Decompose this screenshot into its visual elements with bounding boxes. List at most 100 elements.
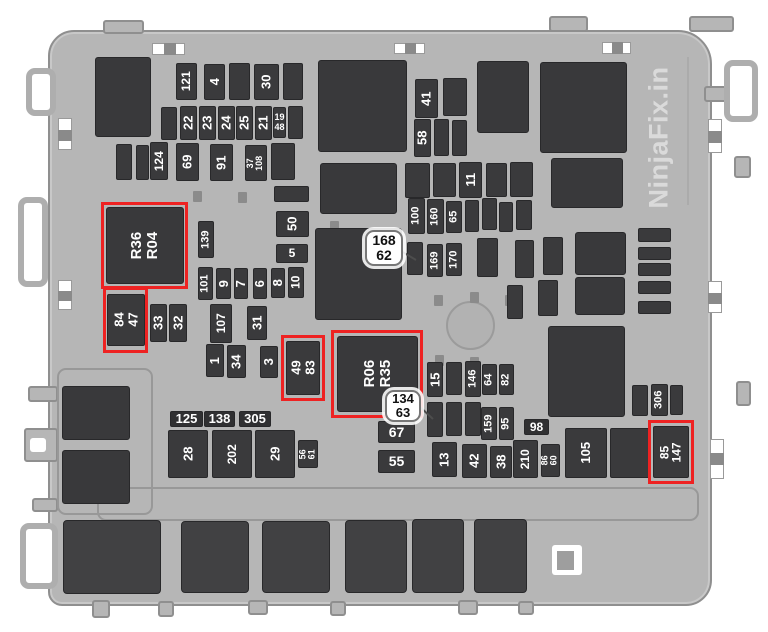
fuse-95-label: 95	[499, 417, 512, 430]
fuse-91: 91	[210, 144, 233, 181]
fuse-7: 7	[233, 268, 248, 299]
bar-right-1	[638, 228, 671, 242]
fuse-121-label: 121	[179, 71, 194, 92]
fuse-empty-21	[477, 238, 498, 277]
fuse-3: 3	[260, 346, 278, 378]
pin-mark	[193, 191, 202, 202]
right-mount-loop	[724, 60, 758, 122]
top-clip-3-pin	[612, 42, 623, 54]
fuse-42: 42	[462, 444, 487, 478]
fuse-6-label: 6	[252, 279, 268, 288]
top-tab-3	[689, 16, 734, 32]
bar-right-3	[638, 263, 671, 276]
fuse-10: 10	[288, 267, 304, 298]
fuse-15-label: 15	[427, 372, 443, 387]
fuse-30-label: 30	[258, 74, 274, 90]
fuse-empty-11	[405, 163, 430, 198]
bottom-foot-3	[248, 600, 268, 615]
fuse-55-label: 55	[388, 453, 405, 470]
bar-right-4	[638, 281, 671, 294]
fuse-146: 146	[465, 361, 481, 397]
fuse-58: 58	[414, 119, 431, 157]
pin-mark	[434, 295, 443, 306]
fuse-105: 105	[565, 428, 607, 478]
fuse-160: 160	[427, 199, 444, 234]
relay-right-mid	[551, 158, 623, 208]
right-tab-2	[736, 381, 751, 406]
fuse-32-label: 32	[170, 315, 186, 331]
fuse-4: 4	[204, 64, 225, 100]
fuse-41: 41	[415, 79, 438, 118]
fuse-86-60: 86 60	[540, 444, 560, 477]
relay-above-105	[548, 326, 625, 417]
fuse-160-label: 160	[428, 207, 441, 226]
fuse-41-label: 41	[418, 91, 434, 106]
fuse-107: 107	[210, 304, 232, 343]
relay-top-right-small	[477, 61, 529, 133]
fuse-empty-32	[670, 385, 683, 415]
watermark-text: NinjaFix.in	[643, 65, 674, 209]
fuse-5-label: 5	[288, 246, 296, 261]
fuse-empty-1	[229, 63, 250, 100]
fuse-empty-2	[283, 63, 303, 100]
bottom-foot-5	[458, 600, 478, 615]
fuse-169-label: 169	[428, 251, 441, 270]
relay-r36-r04: R36 R04	[106, 207, 184, 284]
fuse-empty-31	[632, 385, 648, 416]
fuse-55: 55	[378, 450, 415, 473]
fuse-42-label: 42	[466, 453, 482, 469]
fuse-empty-10	[452, 120, 467, 156]
left-mount-loop-2	[18, 197, 48, 287]
strip-305-label: 305	[244, 411, 266, 427]
fuse-24: 24	[218, 106, 235, 140]
bottom-foot-6	[518, 601, 534, 615]
block-right-b	[575, 277, 625, 315]
right-clip-2-pin	[708, 293, 722, 304]
fuse-empty-3	[161, 107, 177, 140]
callout-168-62: 168 62	[365, 230, 403, 266]
fuse-58-label: 58	[414, 130, 430, 146]
fuse-170: 170	[446, 243, 462, 276]
fuse-empty-16	[465, 200, 479, 232]
fuse-91-label: 91	[213, 155, 229, 170]
fuse-23: 23	[199, 106, 216, 140]
fuse-3-label: 3	[261, 358, 277, 366]
fuse-69-label: 69	[179, 154, 195, 170]
fuse-306: 306	[651, 384, 668, 416]
fuse-306-label: 306	[652, 390, 665, 410]
relay-top-right-large	[540, 62, 627, 153]
fuse-empty-15	[274, 186, 309, 202]
fuse-56-61: 56 61	[298, 440, 318, 468]
left-tab-2	[32, 498, 58, 512]
pin-mark	[238, 192, 247, 203]
fuse-25-label: 25	[236, 115, 252, 131]
fuse-empty-29	[465, 402, 481, 436]
fuse-34-label: 34	[228, 354, 244, 369]
fuse-empty-24	[507, 285, 523, 319]
pin-mark	[470, 292, 479, 303]
fuse-139-label: 139	[199, 230, 212, 249]
fuse-empty-19	[516, 200, 532, 230]
fuse-6: 6	[252, 268, 268, 299]
connector-1	[63, 520, 161, 594]
pin-mark	[435, 355, 444, 366]
fuse-23-label: 23	[199, 115, 215, 131]
strip-138-label: 138	[208, 411, 231, 427]
fuse-105-label: 105	[578, 442, 594, 464]
fuse-empty-7	[271, 143, 295, 180]
connector-6	[474, 519, 527, 593]
fuse-11: 11	[459, 162, 482, 198]
fuse-29: 29	[255, 430, 295, 478]
fuse-67: 67	[378, 421, 415, 443]
fuse-124-label: 124	[151, 150, 166, 172]
fuse-8-label: 8	[270, 279, 286, 287]
fuse-65-label: 65	[447, 210, 460, 224]
fuse-22-label: 22	[180, 115, 196, 131]
fuse-19-48-label: 19 48	[274, 112, 285, 132]
fuse-65: 65	[446, 201, 462, 233]
inner-ridge-line	[687, 57, 689, 205]
right-tab-1	[734, 156, 751, 178]
right-clip-3-pin	[710, 453, 724, 465]
bottom-foot-2	[158, 601, 174, 617]
fuse-25: 25	[236, 106, 253, 140]
